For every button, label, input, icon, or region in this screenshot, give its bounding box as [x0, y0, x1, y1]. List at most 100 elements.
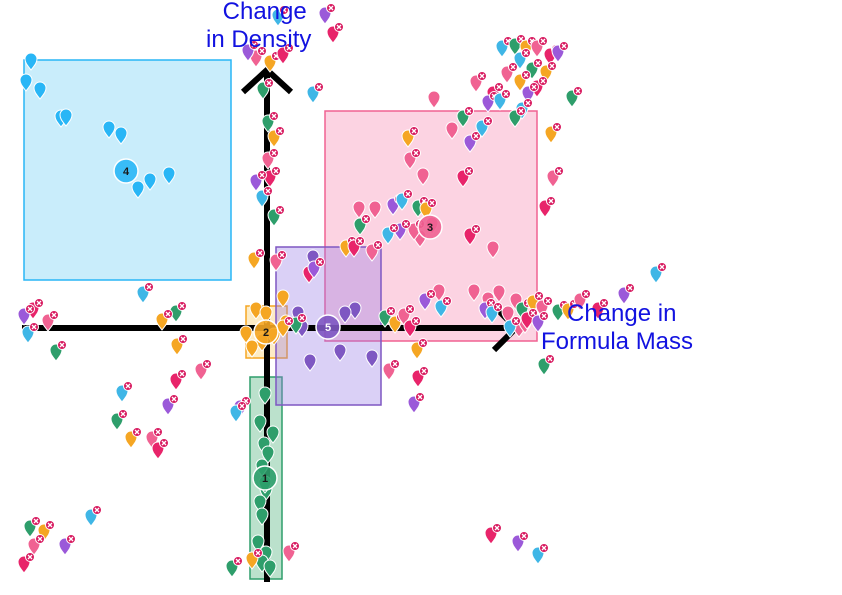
map-pin-icon[interactable]	[561, 299, 579, 321]
map-pin-icon[interactable]	[24, 52, 38, 71]
map-pin-icon[interactable]	[49, 340, 67, 362]
map-pin-icon[interactable]	[493, 89, 511, 111]
map-pin-icon[interactable]	[282, 541, 300, 563]
map-pin-icon[interactable]	[591, 298, 609, 320]
map-pin-icon[interactable]	[537, 354, 555, 376]
map-pin-icon[interactable]	[531, 311, 549, 333]
map-pin-icon[interactable]	[151, 438, 169, 460]
map-pin-icon[interactable]	[155, 309, 173, 331]
map-pin-icon[interactable]	[318, 3, 336, 25]
map-pin-icon[interactable]	[463, 131, 481, 153]
map-pin-icon[interactable]	[551, 41, 569, 63]
map-pin-icon[interactable]	[333, 343, 347, 362]
map-pin-icon[interactable]	[365, 349, 379, 368]
map-pin-icon[interactable]	[276, 289, 290, 308]
map-pin-icon[interactable]	[261, 148, 279, 170]
map-pin-icon[interactable]	[249, 170, 267, 192]
map-pin-icon[interactable]	[115, 381, 133, 403]
map-pin-icon[interactable]	[475, 116, 493, 138]
map-pin-icon[interactable]	[407, 392, 425, 414]
map-pin-icon[interactable]	[410, 338, 428, 360]
map-pin-icon[interactable]	[463, 224, 481, 246]
map-pin-icon[interactable]	[353, 214, 371, 236]
map-pin-icon[interactable]	[259, 305, 273, 324]
map-pin-icon[interactable]	[531, 543, 549, 565]
map-pin-icon[interactable]	[326, 22, 344, 44]
map-pin-icon[interactable]	[565, 86, 583, 108]
map-pin-icon[interactable]	[136, 282, 154, 304]
map-pin-icon[interactable]	[508, 34, 526, 56]
map-pin-icon[interactable]	[267, 126, 285, 148]
map-pin-icon[interactable]	[307, 257, 325, 279]
map-pin-icon[interactable]	[521, 82, 539, 104]
map-pin-icon[interactable]	[263, 166, 281, 188]
map-pin-icon[interactable]	[84, 505, 102, 527]
map-pin-icon[interactable]	[469, 71, 487, 93]
map-pin-icon[interactable]	[544, 122, 562, 144]
map-pin-icon[interactable]	[194, 359, 212, 381]
map-pin-icon[interactable]	[170, 334, 188, 356]
map-pin-icon[interactable]	[403, 148, 421, 170]
map-pin-icon[interactable]	[617, 283, 635, 305]
map-pin-icon[interactable]	[418, 289, 436, 311]
map-pin-icon[interactable]	[17, 552, 35, 574]
map-pin-icon[interactable]	[263, 559, 277, 578]
map-pin-icon[interactable]	[256, 78, 274, 100]
cluster-2-badge[interactable]: 2	[253, 319, 279, 345]
map-pin-icon[interactable]	[456, 166, 474, 188]
map-pin-icon[interactable]	[266, 425, 280, 444]
map-pin-icon[interactable]	[124, 427, 142, 449]
map-pin-icon[interactable]	[110, 409, 128, 431]
map-pin-icon[interactable]	[467, 283, 481, 302]
map-pin-icon[interactable]	[500, 62, 518, 84]
map-pin-icon[interactable]	[131, 180, 145, 199]
map-pin-icon[interactable]	[247, 248, 265, 270]
map-pin-icon[interactable]	[271, 5, 289, 27]
map-pin-icon[interactable]	[573, 289, 591, 311]
cluster-3-badge[interactable]: 3	[417, 214, 443, 240]
map-pin-icon[interactable]	[162, 166, 176, 185]
map-pin-icon[interactable]	[352, 200, 366, 219]
map-pin-icon[interactable]	[17, 304, 35, 326]
map-pin-icon[interactable]	[492, 284, 506, 303]
map-pin-icon[interactable]	[241, 40, 259, 62]
map-pin-icon[interactable]	[411, 366, 429, 388]
map-pin-icon[interactable]	[513, 48, 531, 70]
map-pin-icon[interactable]	[365, 240, 383, 262]
map-pin-icon[interactable]	[485, 302, 503, 324]
map-pin-icon[interactable]	[401, 126, 419, 148]
map-pin-icon[interactable]	[338, 305, 352, 324]
map-pin-icon[interactable]	[520, 308, 538, 330]
map-pin-icon[interactable]	[382, 359, 400, 381]
map-pin-icon[interactable]	[503, 316, 521, 338]
map-pin-icon[interactable]	[538, 196, 556, 218]
map-pin-icon[interactable]	[229, 401, 247, 423]
map-pin-icon[interactable]	[306, 82, 324, 104]
map-pin-icon[interactable]	[445, 121, 459, 140]
map-pin-icon[interactable]	[143, 172, 157, 191]
map-pin-icon[interactable]	[239, 325, 253, 344]
map-pin-icon[interactable]	[530, 36, 548, 58]
cluster-5-badge[interactable]: 5	[315, 314, 341, 340]
map-pin-icon[interactable]	[368, 200, 382, 219]
map-pin-icon[interactable]	[276, 43, 294, 65]
map-pin-icon[interactable]	[59, 108, 73, 127]
map-pin-icon[interactable]	[23, 516, 41, 538]
map-pin-icon[interactable]	[255, 186, 273, 208]
map-pin-icon[interactable]	[27, 534, 45, 556]
map-pin-icon[interactable]	[258, 386, 272, 405]
map-pin-icon[interactable]	[381, 223, 399, 245]
map-pin-icon[interactable]	[501, 305, 515, 324]
map-pin-icon[interactable]	[245, 548, 263, 570]
map-pin-icon[interactable]	[395, 189, 413, 211]
map-pin-icon[interactable]	[102, 120, 116, 139]
map-pin-icon[interactable]	[416, 167, 430, 186]
map-pin-icon[interactable]	[267, 205, 285, 227]
map-pin-icon[interactable]	[58, 534, 76, 556]
map-pin-icon[interactable]	[484, 523, 502, 545]
map-pin-icon[interactable]	[251, 534, 265, 553]
map-pin-icon[interactable]	[41, 310, 59, 332]
map-pin-icon[interactable]	[161, 394, 179, 416]
map-pin-icon[interactable]	[269, 250, 287, 272]
map-pin-icon[interactable]	[546, 166, 564, 188]
